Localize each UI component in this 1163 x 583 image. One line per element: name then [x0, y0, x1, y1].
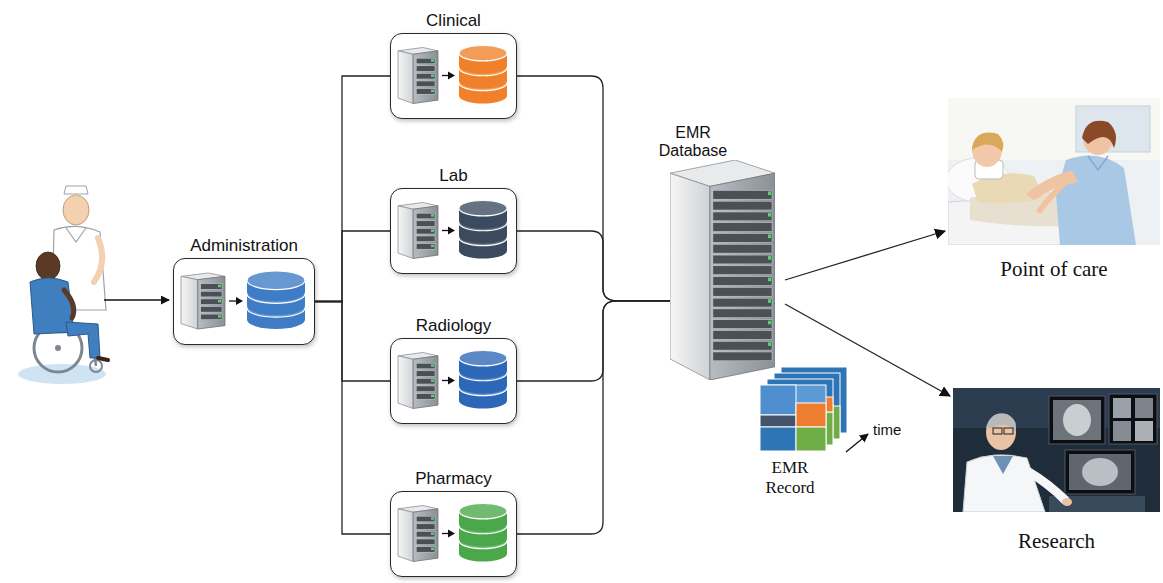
box-heading: Lab	[390, 164, 517, 188]
database-server: EMR Database	[653, 124, 775, 380]
photo-caption: Point of care	[948, 257, 1160, 281]
system-box: Lab	[390, 164, 517, 274]
system-box: Administration	[173, 234, 315, 345]
system-frame	[173, 258, 315, 345]
system-frame	[390, 188, 517, 274]
research-photo	[953, 388, 1160, 512]
connector	[315, 76, 390, 302]
server-to-database-icon	[391, 189, 515, 272]
record-label: EMR Record	[750, 458, 830, 498]
server-to-database-icon	[174, 259, 313, 343]
point-of-care-photo	[948, 98, 1160, 245]
photo-node: Point of care	[948, 98, 1160, 281]
emr-record-stack	[760, 367, 868, 452]
system-box: Clinical	[390, 9, 517, 119]
box-heading: Pharmacy	[390, 467, 517, 491]
patient-clipart	[18, 186, 108, 384]
box-heading: Administration	[173, 234, 315, 258]
system-frame	[390, 491, 517, 577]
connector	[517, 231, 670, 301]
server-to-database-icon	[391, 492, 515, 575]
connector	[315, 302, 390, 382]
database-server-icon	[670, 160, 775, 380]
photo-caption: Research	[953, 529, 1160, 553]
server-to-database-icon	[391, 34, 515, 117]
system-frame	[390, 33, 517, 119]
connector	[315, 231, 390, 302]
system-box: Radiology	[390, 314, 517, 424]
server-to-database-icon	[391, 339, 515, 422]
connector	[785, 231, 945, 280]
connector	[517, 76, 670, 301]
box-heading: Radiology	[390, 314, 517, 338]
system-frame	[390, 338, 517, 424]
system-box: Pharmacy	[390, 467, 517, 577]
connector	[315, 302, 390, 535]
server-label: EMR Database	[653, 124, 733, 160]
arrival-arrow	[104, 299, 169, 300]
box-heading: Clinical	[390, 9, 517, 33]
photo-node: Research	[953, 388, 1160, 553]
connector	[517, 301, 670, 381]
connector	[517, 301, 670, 534]
connector	[785, 304, 950, 396]
axis-label: time	[873, 421, 913, 439]
